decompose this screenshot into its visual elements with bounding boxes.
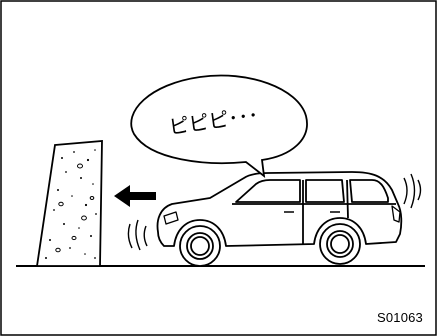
arrow-left-icon [114,185,156,207]
figure-id-label: S01063 [377,310,423,325]
vibration-lines-icon-front [404,174,421,208]
vibration-lines-icon [128,220,147,250]
wall-icon [37,141,102,266]
car-icon [158,172,402,266]
